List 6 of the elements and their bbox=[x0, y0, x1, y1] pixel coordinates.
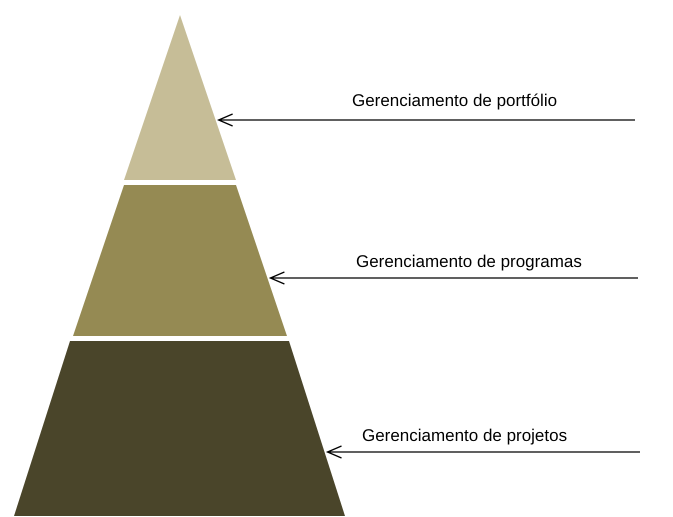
arrow bbox=[270, 271, 638, 285]
arrow bbox=[326, 445, 640, 459]
edge-label: Gerenciamento de projetos bbox=[362, 426, 568, 446]
edge-label: Gerenciamento de portfólio bbox=[352, 91, 558, 111]
arrow bbox=[218, 113, 635, 127]
edge-label: Gerenciamento de programas bbox=[356, 252, 582, 272]
